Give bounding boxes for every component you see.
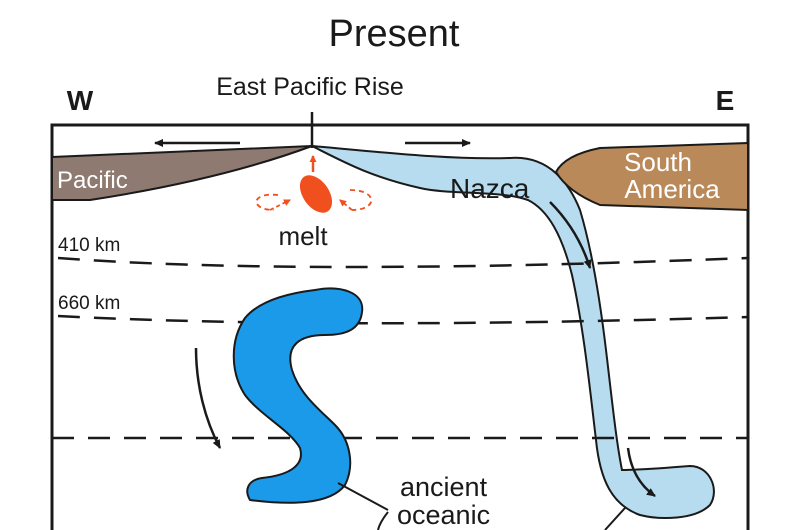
nazca-label: Nazca (450, 173, 530, 204)
melt-label: melt (278, 221, 328, 251)
slab-lower-arrow (626, 447, 656, 498)
pacific-label: Pacific (57, 167, 128, 194)
nazca-plate (311, 145, 715, 519)
depth-660-line (57, 314, 749, 325)
ancient-slab (232, 287, 364, 504)
depth-660-label: 660 km (58, 293, 120, 314)
section-frame (50, 123, 750, 530)
depth-410-label: 410 km (58, 235, 120, 256)
melt-body (299, 175, 333, 213)
east-label: E (716, 85, 735, 116)
nazca-leader-line (604, 507, 626, 530)
melt-flow-left (255, 193, 279, 211)
south-america-label-line1: South (624, 147, 692, 177)
south-america-label-line2: America (624, 174, 720, 204)
diagram-title: Present (329, 13, 460, 55)
melt-flow-right-arrow (339, 199, 353, 211)
ancient-leader-line-lower (377, 511, 389, 530)
ancient-leader-line (337, 482, 389, 511)
south-america-plate (554, 141, 749, 212)
pacific-plate (51, 145, 313, 201)
ridge-label: East Pacific Rise (216, 73, 404, 101)
ancient-label-line2: oceanic (397, 500, 490, 530)
depth-410-line (57, 256, 749, 269)
ancient-label-line1: ancient (400, 472, 488, 502)
sinking-arrow (194, 347, 222, 449)
melt-flow-left-arrow (269, 199, 291, 211)
slab-upper-arrow (549, 201, 592, 269)
melt-flow-right (349, 189, 372, 211)
west-label: W (67, 85, 94, 116)
